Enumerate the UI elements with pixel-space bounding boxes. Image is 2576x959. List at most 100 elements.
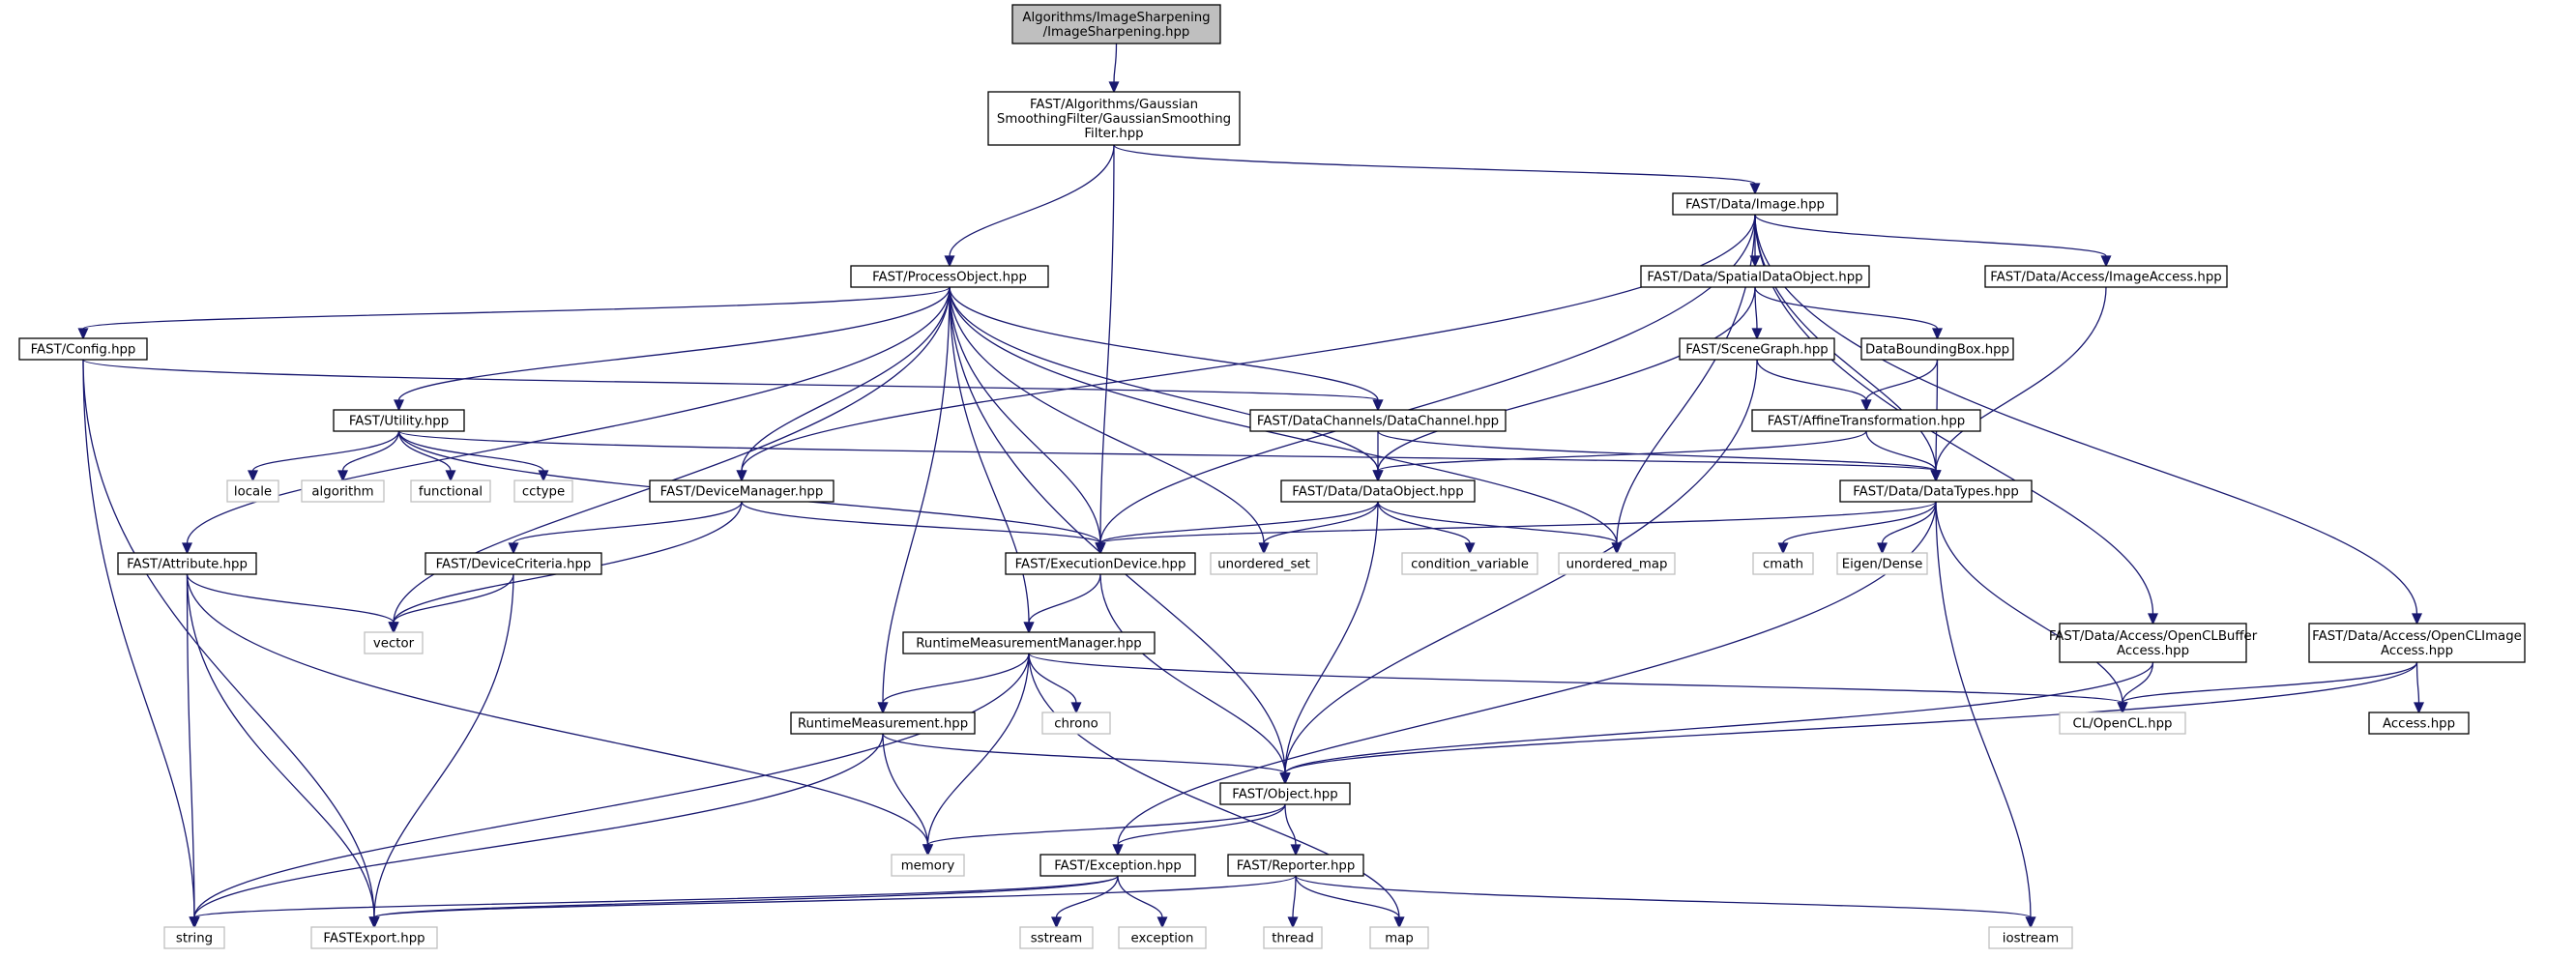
node-box	[1280, 480, 1476, 503]
edge-line	[193, 875, 1119, 918]
node-label: FAST/Exception.hpp	[1054, 859, 1182, 874]
node-uset: unordered_set	[1210, 552, 1318, 575]
node-box	[1227, 854, 1364, 877]
node-procobj[interactable]: FAST/ProcessObject.hpp	[850, 265, 1049, 288]
node-label: Algorithms/ImageSharpening	[1022, 11, 1210, 25]
edge-line	[1099, 573, 1286, 774]
node-box	[1679, 337, 1835, 361]
node-devmgr[interactable]: FAST/DeviceManager.hpp	[649, 480, 834, 503]
edge-line	[1754, 214, 2154, 615]
edge-datachannel-to-datatypes	[1377, 430, 1942, 482]
node-box	[2059, 623, 2247, 663]
node-box	[1558, 552, 1676, 575]
edge-line	[741, 214, 1756, 472]
edge-line	[1377, 430, 1937, 472]
node-scenegraph[interactable]: FAST/SceneGraph.hpp	[1679, 337, 1835, 361]
edge-line	[397, 286, 951, 401]
edge-line	[1756, 359, 1867, 401]
node-dataobj[interactable]: FAST/Data/DataObject.hpp	[1280, 480, 1476, 503]
node-label: Access.hpp	[2381, 644, 2453, 658]
edge-line	[1099, 501, 1379, 544]
edge-execdev-to-rtmm	[1023, 573, 1101, 634]
edge-utility-to-datatypes	[397, 430, 1942, 482]
node-condvar: condition_variable	[1401, 552, 1538, 575]
edge-devmgr-to-devcrit	[508, 501, 743, 555]
node-thread: thread	[1263, 926, 1323, 949]
edge-line	[186, 573, 375, 918]
node-gauss[interactable]: FAST/Algorithms/GaussianSmoothingFilter/…	[987, 91, 1241, 146]
node-label: FAST/Data/Access/OpenCLImage	[2312, 629, 2522, 644]
edge-line	[1935, 501, 2032, 918]
arrowhead	[2117, 702, 2128, 714]
node-label: RuntimeMeasurementManager.hpp	[916, 637, 1141, 652]
node-box	[1751, 409, 1981, 432]
node-box	[1672, 192, 1838, 216]
node-box	[1988, 926, 2073, 949]
arrowhead	[1464, 542, 1476, 555]
node-box	[2059, 712, 2186, 735]
arrowhead	[189, 916, 200, 929]
node-reporter[interactable]: FAST/Reporter.hpp	[1227, 854, 1364, 877]
node-label: SmoothingFilter/GaussianSmoothing	[997, 112, 1231, 127]
edge-line	[741, 286, 951, 472]
node-spatial[interactable]: FAST/Data/SpatialDataObject.hpp	[1640, 265, 1870, 288]
node-label: FAST/AffineTransformation.hpp	[1768, 415, 1965, 429]
node-rtmm[interactable]: RuntimeMeasurementManager.hpp	[902, 631, 1156, 654]
node-locale: locale	[226, 480, 279, 503]
edge-line	[512, 501, 743, 544]
arrowhead	[1258, 542, 1270, 555]
arrowhead	[1372, 470, 1384, 482]
node-imgaccess[interactable]: FAST/Data/Access/ImageAccess.hpp	[1984, 265, 2228, 288]
arrowhead	[1751, 328, 1763, 340]
edge-reporter-to-iostream	[1295, 875, 2036, 929]
node-rtm[interactable]: RuntimeMeasurement.hpp	[790, 712, 976, 735]
node-affine[interactable]: FAST/AffineTransformation.hpp	[1751, 409, 1981, 432]
node-label: algorithm	[311, 485, 373, 500]
node-datatypes[interactable]: FAST/Data/DataTypes.hpp	[1839, 480, 2033, 503]
node-memory: memory	[891, 854, 965, 877]
node-umap: unordered_map	[1558, 552, 1676, 575]
edge-rtm-to-string	[189, 733, 884, 929]
node-exception[interactable]: FAST/Exception.hpp	[1039, 854, 1196, 877]
arrowhead	[2147, 613, 2159, 625]
node-devcrit[interactable]: FAST/DeviceCriteria.hpp	[424, 552, 602, 575]
node-image[interactable]: FAST/Data/Image.hpp	[1672, 192, 1838, 216]
edge-line	[949, 286, 1618, 544]
node-bbox[interactable]: DataBoundingBox.hpp	[1860, 337, 2014, 361]
edge-line	[949, 286, 1030, 624]
edge-utility-to-functional	[397, 430, 456, 482]
node-config[interactable]: FAST/Config.hpp	[18, 337, 148, 361]
node-utility[interactable]: FAST/Utility.hpp	[333, 409, 465, 432]
edge-line	[1099, 144, 1115, 544]
node-box	[1210, 552, 1318, 575]
arrowhead	[877, 702, 889, 714]
edge-procobj-to-utility	[393, 286, 951, 412]
edge-datatypes-to-eigen	[1876, 501, 1937, 555]
edge-object-to-exception	[1112, 803, 1286, 857]
edge-line	[882, 733, 929, 846]
edge-line	[82, 359, 375, 918]
node-label: FAST/Data/Image.hpp	[1685, 198, 1825, 213]
edge-oclimg-to-opencl	[2117, 661, 2418, 714]
node-sstream: sstream	[1019, 926, 1094, 949]
node-datachannel[interactable]: FAST/DataChannels/DataChannel.hpp	[1249, 409, 1507, 432]
edge-line	[186, 573, 395, 624]
edge-line	[397, 430, 544, 472]
node-attribute[interactable]: FAST/Attribute.hpp	[117, 552, 257, 575]
node-exceptionstd: exception	[1118, 926, 1207, 949]
edge-line	[926, 653, 1030, 846]
node-string: string	[163, 926, 225, 949]
node-object[interactable]: FAST/Object.hpp	[1219, 782, 1351, 805]
node-root[interactable]: Algorithms/ImageSharpening/ImageSharpeni…	[1011, 4, 1221, 44]
arrowhead	[337, 470, 349, 482]
node-vector: vector	[364, 631, 424, 654]
edge-line	[882, 733, 1286, 774]
node-execdev[interactable]: FAST/ExecutionDevice.hpp	[1005, 552, 1196, 575]
node-access[interactable]: Access.hpp	[2368, 712, 2470, 735]
edge-line	[193, 733, 884, 918]
node-label: string	[176, 932, 213, 946]
edge-line	[82, 359, 1379, 401]
edge-line	[1754, 214, 2107, 257]
